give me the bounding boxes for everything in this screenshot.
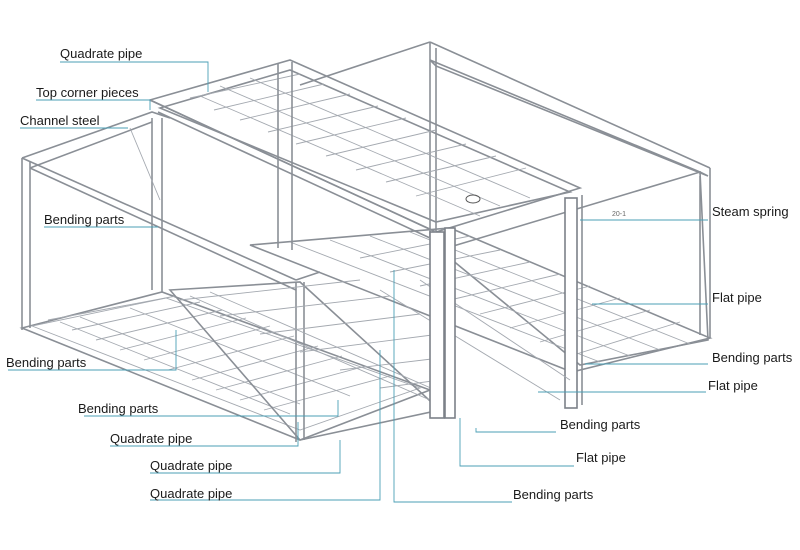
- label-bending-parts-left-mid: Bending parts: [6, 355, 87, 370]
- leader-lines: [8, 61, 708, 503]
- label-quadrate-pipe-low-1: Quadrate pipe: [110, 431, 192, 446]
- label-quadrate-pipe-low-2: Quadrate pipe: [150, 458, 232, 473]
- label-bending-parts-bottom-1: Bending parts: [560, 417, 641, 432]
- label-quadrate-pipe-low-3: Quadrate pipe: [150, 486, 232, 501]
- label-channel-steel: Channel steel: [20, 113, 100, 128]
- label-flat-pipe-right-1: Flat pipe: [712, 290, 762, 305]
- right-module: [249, 41, 713, 409]
- label-bending-parts-left-low: Bending parts: [78, 401, 159, 416]
- label-flat-pipe-right-2: Flat pipe: [708, 378, 758, 393]
- drawing-tag: 20-1: [612, 211, 626, 218]
- label-bending-parts-bottom-2: Bending parts: [513, 487, 594, 502]
- left-module: [19, 111, 433, 442]
- callout-labels: Quadrate pipe Top corner pieces Channel …: [6, 46, 793, 502]
- label-bending-parts-left-upper: Bending parts: [44, 212, 125, 227]
- label-bending-parts-right: Bending parts: [712, 350, 793, 365]
- label-steam-spring: Steam spring: [712, 204, 789, 219]
- label-quadrate-pipe-top: Quadrate pipe: [60, 46, 142, 61]
- label-flat-pipe-bottom: Flat pipe: [576, 450, 626, 465]
- label-top-corner-pieces: Top corner pieces: [36, 85, 139, 100]
- roof-frame: 20-1: [147, 59, 626, 419]
